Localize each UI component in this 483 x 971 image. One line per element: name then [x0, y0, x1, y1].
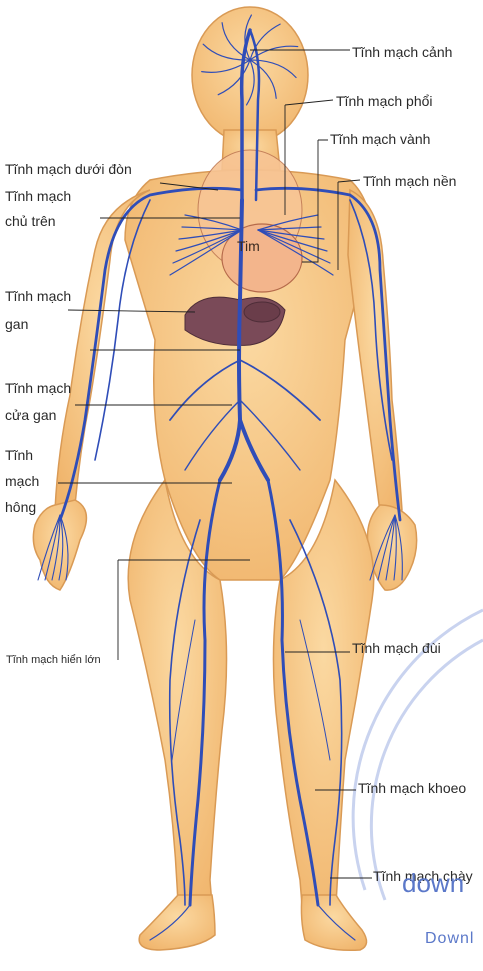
label-tinh-mach-hong-line2: mạch: [5, 473, 39, 490]
label-tinh-mach-hong: Tĩnh: [5, 447, 33, 464]
vein-network: [38, 15, 402, 940]
label-tinh-mach-canh: Tĩnh mạch cảnh: [352, 44, 452, 61]
label-tinh-mach-hong-line3: hông: [5, 499, 36, 516]
label-tinh-mach-chu-tren-line2: chủ trên: [5, 213, 56, 230]
label-tinh-mach-gan: Tĩnh mạch: [5, 288, 71, 305]
body-silhouette: [33, 7, 416, 950]
label-tinh-mach-dui: Tĩnh mạch đùi: [352, 640, 441, 657]
label-tinh-mach-gan-line2: gan: [5, 316, 28, 333]
watermark-text-secondary: Downl: [425, 930, 474, 948]
label-tim: Tim: [237, 238, 260, 255]
label-tinh-mach-vanh: Tĩnh mạch vành: [330, 131, 430, 148]
label-tinh-mach-cua-gan: Tĩnh mạch: [5, 380, 71, 397]
label-tinh-mach-hien-lon: Tĩnh mạch hiển lớn: [6, 652, 101, 669]
watermark-text: down: [402, 868, 464, 899]
label-tinh-mach-duoi-don: Tĩnh mạch dưới đòn: [5, 161, 132, 178]
label-tinh-mach-phoi: Tĩnh mạch phổi: [336, 93, 433, 110]
label-tinh-mach-cua-gan-line2: cửa gan: [5, 407, 56, 424]
label-tinh-mach-nen: Tĩnh mạch nền: [363, 173, 456, 190]
label-tinh-mach-khoeo: Tĩnh mạch khoeo: [358, 780, 466, 797]
label-tinh-mach-chu-tren: Tĩnh mạch: [5, 188, 71, 205]
